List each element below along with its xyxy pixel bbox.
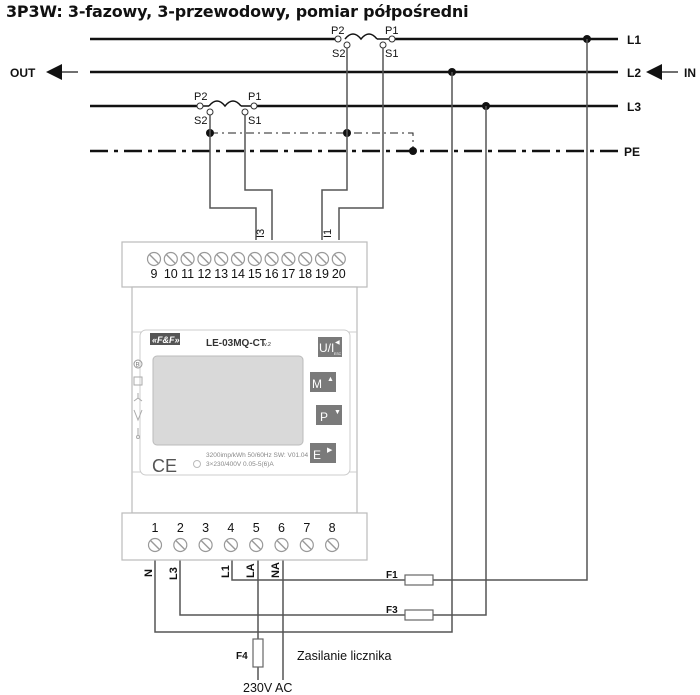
- terminal-number: 4: [227, 521, 234, 535]
- svg-text:P2: P2: [194, 91, 207, 103]
- button-e-enter[interactable]: E ▶: [310, 443, 336, 463]
- out-label: OUT: [10, 66, 36, 80]
- svg-text:P2: P2: [331, 25, 344, 37]
- label-f4: F4: [236, 651, 248, 662]
- terminal-number: 19: [315, 267, 329, 281]
- terminal-number: 9: [151, 267, 158, 281]
- wire-l3-tap: [433, 106, 487, 616]
- pe-link: [210, 132, 414, 151]
- in-arrow-icon: [646, 64, 662, 80]
- wire-ct1-s1: [338, 48, 384, 240]
- terminal-number: 6: [278, 521, 285, 535]
- svg-text:◀: ◀: [335, 340, 340, 346]
- button-m-up[interactable]: M ▲: [310, 372, 336, 392]
- svg-text:▲: ▲: [327, 376, 334, 383]
- label-pe: PE: [624, 145, 640, 159]
- terminal-number: 1: [152, 521, 159, 535]
- terminal-number: 20: [332, 267, 346, 281]
- label-n: N: [143, 569, 155, 577]
- label-wire-l3: L3: [168, 567, 180, 580]
- supply-label: Zasilanie licznika: [297, 649, 392, 663]
- in-label: IN: [684, 66, 696, 80]
- svg-text:P1: P1: [248, 91, 261, 103]
- supply-voltage: 230V AC: [243, 681, 292, 695]
- svg-text:P1: P1: [385, 25, 398, 37]
- terminal-number: 2: [177, 521, 184, 535]
- model-name: LE-03MQ-CT: [206, 338, 266, 349]
- terminal-number: 10: [164, 267, 178, 281]
- svg-text:S1: S1: [385, 48, 398, 60]
- svg-text:▶: ▶: [327, 447, 333, 454]
- label-f3: F3: [386, 605, 398, 616]
- svg-text:v.2: v.2: [264, 342, 271, 348]
- square-icon: [133, 376, 143, 386]
- brand-logo: [150, 333, 180, 345]
- terminal-number: 5: [253, 521, 260, 535]
- label-l1: L1: [627, 33, 641, 47]
- svg-text:ESC: ESC: [334, 352, 342, 356]
- wire-l1-tap: [433, 39, 588, 581]
- wire-f3-l3: [179, 545, 407, 616]
- terminal-number: 13: [214, 267, 228, 281]
- current-transformer-l3: P2 P1 S2 S1: [194, 91, 261, 127]
- lcd-display: [152, 355, 304, 446]
- led-indicator: [193, 460, 201, 468]
- wire-ct3-s2: [209, 115, 257, 240]
- terminal-number: 18: [298, 267, 312, 281]
- fuse-f1: [404, 574, 434, 586]
- ce-mark: CE: [152, 456, 177, 476]
- terminal-number: 16: [265, 267, 279, 281]
- current-transformer-l1: P2 P1 S2 S1: [331, 25, 398, 60]
- svg-text:P: P: [320, 410, 328, 424]
- terminal-number: 15: [248, 267, 262, 281]
- spec-line-2: 3×230/400V 0.05-5(6)A: [206, 461, 274, 468]
- button-p-down[interactable]: P ▼: [316, 405, 342, 425]
- svg-text:S2: S2: [194, 115, 207, 127]
- terminal-number: 11: [181, 267, 194, 281]
- fuse-f3: [404, 609, 434, 621]
- label-na: NA: [270, 562, 282, 578]
- energy-meter: «F&F» LE-03MQ-CT v.2 B CE 3200imp/kWh 50…: [121, 241, 368, 561]
- star-icon: [133, 393, 143, 402]
- fuse-f4: [252, 638, 264, 668]
- button-ui-esc[interactable]: U/I ◀ ESC: [318, 337, 342, 357]
- svg-text:S1: S1: [248, 115, 261, 127]
- label-i1: I1: [322, 229, 334, 238]
- wire-ct1-s2: [321, 48, 348, 240]
- delta-icon: [133, 409, 143, 422]
- wire-l2-n-tap: [154, 72, 453, 633]
- terminal-number: 3: [202, 521, 209, 535]
- label-l2: L2: [627, 66, 641, 80]
- label-l3: L3: [627, 100, 641, 114]
- b-icon: B: [136, 363, 140, 369]
- svg-text:E: E: [313, 448, 321, 462]
- svg-text:S2: S2: [332, 48, 345, 60]
- label-wire-l1: L1: [220, 565, 232, 578]
- spec-line-1: 3200imp/kWh 50/60Hz SW: V01.04: [206, 452, 309, 459]
- svg-text:M: M: [312, 377, 322, 391]
- label-f1: F1: [386, 570, 398, 581]
- out-arrow-icon: [46, 64, 62, 80]
- terminal-number: 7: [303, 521, 310, 535]
- svg-text:U/I: U/I: [319, 341, 334, 355]
- svg-text:▼: ▼: [334, 409, 341, 416]
- svg-text:«F&F»: «F&F»: [152, 335, 180, 345]
- label-la: LA: [245, 563, 257, 578]
- bottom-terminal-block: 1 2 3 4 5 6 7 8: [147, 521, 340, 553]
- terminal-number: 12: [197, 267, 211, 281]
- terminal-number: 14: [231, 267, 245, 281]
- label-i3: I3: [255, 229, 267, 238]
- terminal-number: 8: [329, 521, 336, 535]
- diagram-title: 3P3W: 3-fazowy, 3-przewodowy, pomiar pół…: [6, 2, 469, 21]
- terminal-number: 17: [281, 267, 295, 281]
- wire-ct3-s1: [244, 115, 273, 240]
